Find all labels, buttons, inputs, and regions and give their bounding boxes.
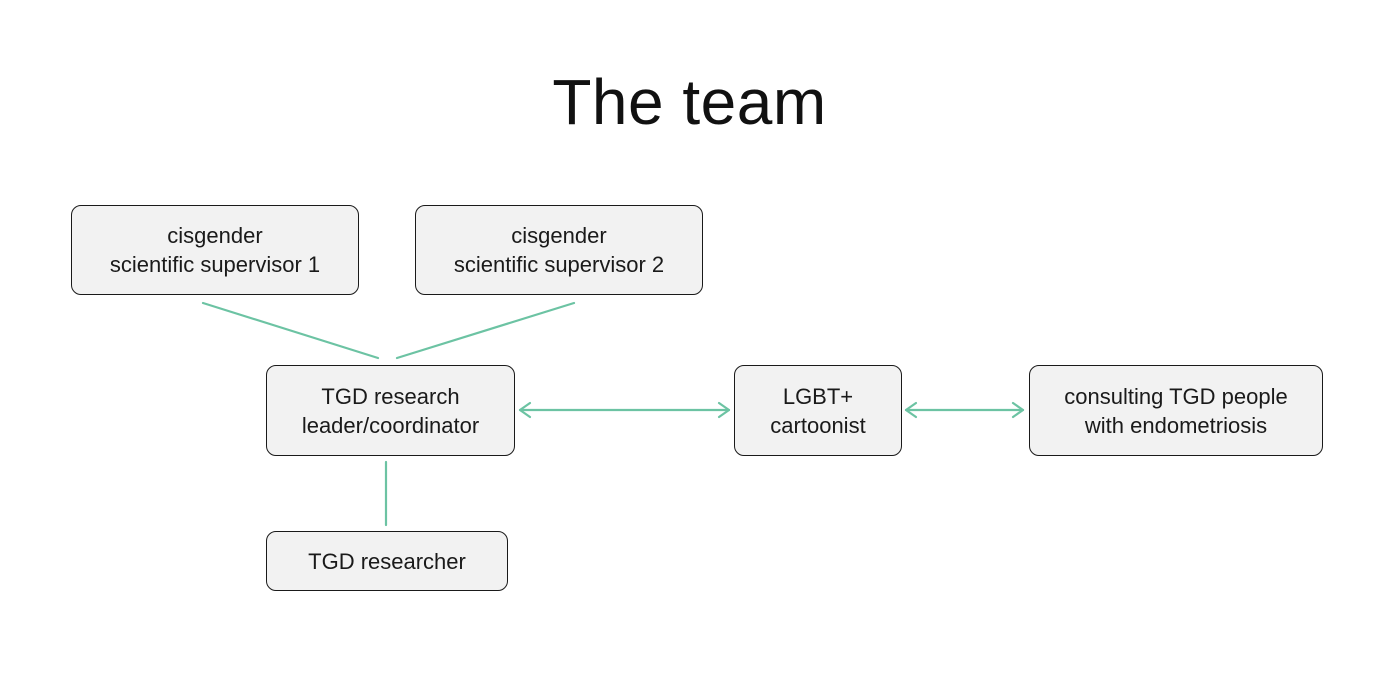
edge-supervisor2-leader — [395, 301, 576, 360]
node-research-leader: TGD research leader/coordinator — [266, 365, 515, 456]
node-label-line: TGD researcher — [308, 548, 466, 574]
node-label-line: consulting TGD people — [1064, 383, 1288, 409]
node-consulting-people: consulting TGD people with endometriosis — [1029, 365, 1323, 456]
node-label-line: leader/coordinator — [301, 412, 480, 438]
node-cartoonist: LGBT+ cartoonist — [734, 365, 902, 456]
node-label-line: cisgender — [511, 223, 607, 248]
node-label-line: cartoonist — [770, 412, 866, 438]
diagram-title: The team — [552, 66, 827, 138]
edge-supervisor1-leader — [201, 301, 380, 360]
node-label-line: scientific supervisor 1 — [109, 252, 321, 277]
node-scientific-supervisor-2: cisgender scientific supervisor 2 — [415, 205, 703, 295]
node-label-line: TGD research — [321, 383, 460, 409]
edge-cartoonist-consulting — [904, 401, 1025, 419]
node-label-line: LGBT+ — [782, 383, 854, 409]
edge-leader-cartoonist — [518, 401, 731, 419]
node-label-line: with endometriosis — [1084, 412, 1268, 438]
node-label-line: cisgender — [167, 223, 263, 248]
node-label-line: scientific supervisor 2 — [453, 252, 665, 277]
node-researcher: TGD researcher — [266, 531, 508, 591]
node-scientific-supervisor-1: cisgender scientific supervisor 1 — [71, 205, 359, 295]
